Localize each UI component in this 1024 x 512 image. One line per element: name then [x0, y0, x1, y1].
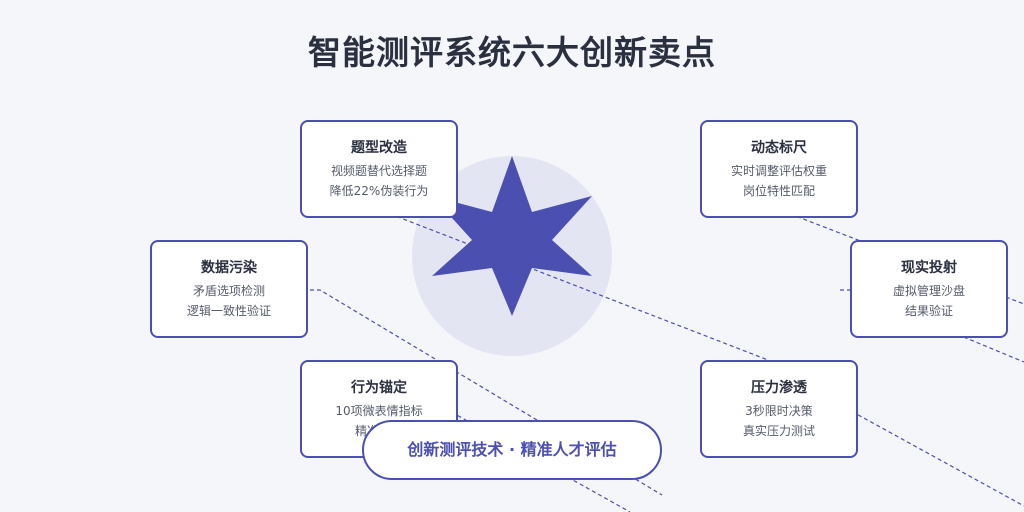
card-title: 压力渗透	[751, 380, 807, 396]
feature-card-pressure-test: 压力渗透 3秒限时决策 真实压力测试	[700, 360, 858, 458]
card-line: 降低22%伪装行为	[329, 184, 429, 198]
card-line: 矛盾选项检测	[192, 284, 265, 298]
card-line: 真实压力测试	[742, 424, 815, 438]
card-line: 岗位特性匹配	[742, 184, 815, 198]
card-title: 行为锚定	[351, 380, 407, 396]
card-title: 动态标尺	[751, 140, 807, 156]
card-title: 现实投射	[901, 260, 957, 276]
feature-card-reality-projection: 现实投射 虚拟管理沙盘 结果验证	[850, 240, 1008, 338]
card-line: 结果验证	[904, 304, 953, 318]
card-title: 题型改造	[351, 140, 407, 156]
card-line: 虚拟管理沙盘	[892, 284, 965, 298]
card-line: 实时调整评估权重	[730, 164, 827, 178]
card-title: 数据污染	[201, 260, 257, 276]
card-line: 视频题替代选择题	[330, 164, 427, 178]
page-title: 智能测评系统六大创新卖点	[308, 33, 716, 72]
feature-card-dynamic-scale: 动态标尺 实时调整评估权重 岗位特性匹配	[700, 120, 858, 218]
card-line: 3秒限时决策	[745, 404, 813, 418]
card-line: 逻辑一致性验证	[186, 304, 271, 318]
center-label: 创新测评技术 · 精准人才评估	[362, 420, 662, 480]
feature-card-data-pollution: 数据污染 矛盾选项检测 逻辑一致性验证	[150, 240, 308, 338]
card-line: 10项微表情指标	[335, 404, 423, 418]
center-star-icon	[432, 156, 592, 316]
feature-card-question-redesign: 题型改造 视频题替代选择题 降低22%伪装行为	[300, 120, 458, 218]
